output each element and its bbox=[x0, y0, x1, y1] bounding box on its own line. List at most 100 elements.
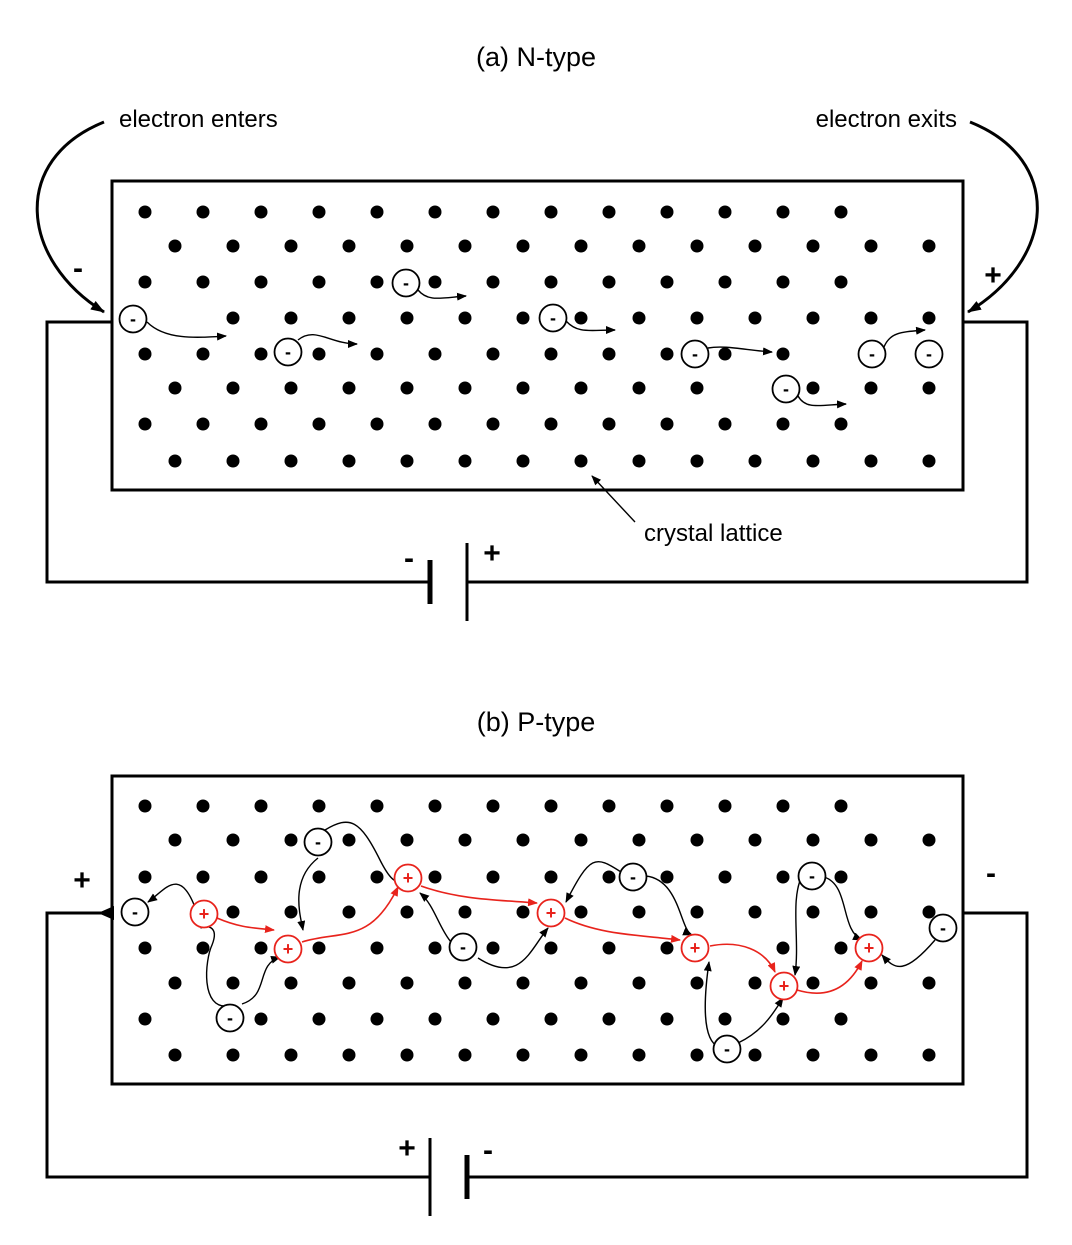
electron-carrier: - bbox=[391, 268, 421, 298]
lattice-atom bbox=[864, 381, 878, 395]
electron-path bbox=[703, 961, 720, 1048]
lattice-atom bbox=[544, 870, 558, 884]
lattice-atom bbox=[544, 275, 558, 289]
electron-carrier: - bbox=[618, 862, 648, 892]
lattice-atom bbox=[660, 1012, 674, 1026]
terminal-b-left-sign: + bbox=[73, 864, 91, 897]
lattice-atom bbox=[458, 454, 472, 468]
lattice-atom bbox=[254, 870, 268, 884]
electron-carrier: - bbox=[120, 897, 150, 927]
lattice-atom bbox=[748, 905, 762, 919]
hole-carrier: + bbox=[536, 898, 566, 928]
lattice-atom bbox=[226, 1048, 240, 1062]
electron-carrier: - bbox=[448, 932, 478, 962]
lattice-atom bbox=[574, 311, 588, 325]
lattice-atom bbox=[196, 275, 210, 289]
lattice-atom bbox=[748, 976, 762, 990]
electron-carrier: - bbox=[215, 1003, 245, 1033]
lattice-atom bbox=[138, 799, 152, 813]
hole-symbol: + bbox=[779, 976, 790, 996]
lattice-atom bbox=[574, 381, 588, 395]
lattice-atom bbox=[254, 941, 268, 955]
lattice-atom bbox=[806, 311, 820, 325]
hole-symbol: + bbox=[199, 904, 210, 924]
lattice-atom bbox=[574, 239, 588, 253]
electron-carrier: - bbox=[680, 339, 710, 369]
electron-carrier: - bbox=[771, 374, 801, 404]
electron-ring bbox=[618, 862, 648, 892]
lattice-atom bbox=[748, 454, 762, 468]
electron-symbol: - bbox=[630, 867, 636, 887]
lattice-atom bbox=[342, 976, 356, 990]
electron-ring bbox=[391, 268, 421, 298]
lattice-atom bbox=[226, 833, 240, 847]
lattice-atom bbox=[922, 905, 936, 919]
crystal-lattice-label: crystal lattice bbox=[644, 520, 783, 547]
lattice-atom bbox=[544, 417, 558, 431]
electron-symbol: - bbox=[403, 273, 409, 293]
electron-paths-a bbox=[146, 289, 926, 409]
lattice-atom bbox=[864, 976, 878, 990]
hole-carrier: + bbox=[189, 899, 219, 929]
lattice-atom bbox=[486, 347, 500, 361]
lattice-atom bbox=[196, 417, 210, 431]
lattice-atom bbox=[660, 799, 674, 813]
electron-path bbox=[477, 927, 549, 969]
lattice-atom bbox=[428, 1012, 442, 1026]
lattice-atom bbox=[718, 275, 732, 289]
electron-exits-pointer bbox=[967, 120, 1039, 314]
lattice-atom bbox=[284, 1048, 298, 1062]
electron-path bbox=[823, 876, 863, 941]
lattice-atom bbox=[632, 454, 646, 468]
electron-ring bbox=[797, 861, 827, 891]
hole-symbol: + bbox=[283, 939, 294, 959]
hole-ring bbox=[273, 934, 303, 964]
lattice-atom bbox=[864, 239, 878, 253]
lattice-atom bbox=[312, 799, 326, 813]
lattice-atom bbox=[516, 833, 530, 847]
lattice-atom bbox=[834, 799, 848, 813]
lattice-atom bbox=[284, 239, 298, 253]
lattice-atom bbox=[718, 870, 732, 884]
lattice-atom bbox=[776, 205, 790, 219]
lattice-atom bbox=[632, 976, 646, 990]
lattice-atom bbox=[690, 311, 704, 325]
electron-symbol: - bbox=[130, 309, 136, 329]
lattice-atom bbox=[138, 205, 152, 219]
lattice-atom bbox=[226, 239, 240, 253]
electron-symbol: - bbox=[315, 832, 321, 852]
hole-carrier: + bbox=[854, 933, 884, 963]
lattice-atom bbox=[400, 976, 414, 990]
lattice-atom bbox=[486, 870, 500, 884]
electron-path bbox=[146, 321, 227, 341]
lattice-pointer bbox=[591, 475, 636, 523]
electron-ring bbox=[857, 339, 887, 369]
electron-path bbox=[241, 955, 281, 1005]
lattice-atom bbox=[254, 205, 268, 219]
hole-ring bbox=[680, 933, 710, 963]
electron-ring bbox=[120, 897, 150, 927]
electron-symbol: - bbox=[783, 379, 789, 399]
lattice-atom bbox=[516, 381, 530, 395]
lattice-atom bbox=[428, 205, 442, 219]
hole-symbol: + bbox=[690, 938, 701, 958]
lattice-atom bbox=[574, 905, 588, 919]
hole-carrier: + bbox=[393, 863, 423, 893]
lattice-atom bbox=[922, 311, 936, 325]
lattice-atom bbox=[428, 347, 442, 361]
lattice-atom bbox=[806, 381, 820, 395]
battery-b-positive-sign: + bbox=[398, 1132, 416, 1165]
lattice-atom bbox=[690, 905, 704, 919]
hole-carrier: + bbox=[680, 933, 710, 963]
electron-symbol: - bbox=[227, 1008, 233, 1028]
hole-path bbox=[564, 917, 681, 943]
terminal-b-right-sign: - bbox=[986, 857, 996, 890]
lattice-atom bbox=[660, 941, 674, 955]
electron-path bbox=[297, 857, 319, 931]
lattice-atom bbox=[602, 870, 616, 884]
lattice-atom bbox=[516, 1048, 530, 1062]
electron-path bbox=[883, 326, 926, 348]
lattice-atom bbox=[834, 205, 848, 219]
lattice-atom bbox=[632, 239, 646, 253]
